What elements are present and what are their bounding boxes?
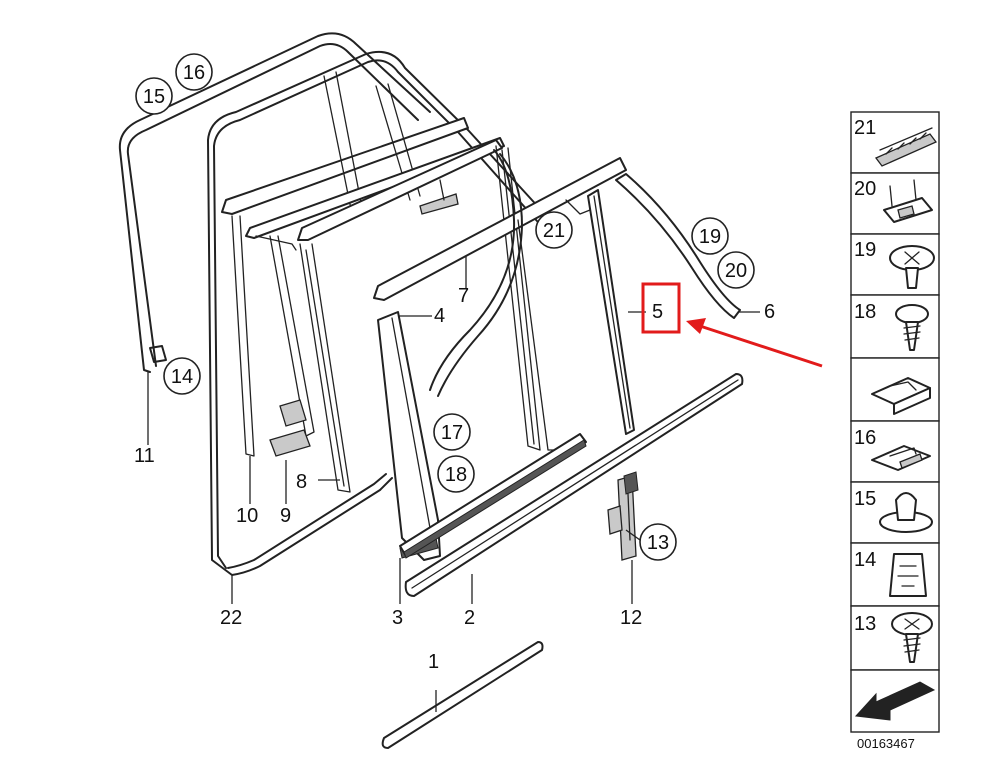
svg-text:21: 21 bbox=[543, 220, 565, 242]
screw-icon bbox=[895, 304, 929, 351]
circled-callouts: 15 16 14 21 19 20 17 18 13 bbox=[135, 53, 755, 561]
part-3-weatherstrip bbox=[399, 433, 587, 559]
window-frame bbox=[221, 71, 541, 493]
callout-5: 5 bbox=[652, 301, 663, 323]
arrow-icon bbox=[854, 681, 936, 721]
small-parts-panel: 21 20 19 18 16 15 14 13 bbox=[850, 111, 940, 751]
callout-4: 4 bbox=[434, 305, 445, 327]
leader-lines bbox=[147, 256, 760, 712]
callout-labels: 1 2 3 4 5 6 7 8 9 10 11 12 22 bbox=[134, 285, 775, 673]
bracket-clip-icon bbox=[883, 179, 933, 223]
callout-9: 9 bbox=[280, 505, 291, 527]
panel-label-20: 20 bbox=[854, 178, 876, 200]
clip-icon bbox=[871, 445, 931, 471]
panel-label-13: 13 bbox=[854, 613, 876, 635]
part-6-trim bbox=[615, 173, 741, 319]
circled-callout-14: 14 bbox=[163, 357, 201, 395]
svg-text:20: 20 bbox=[725, 260, 747, 282]
svg-text:18: 18 bbox=[445, 464, 467, 486]
svg-text:16: 16 bbox=[183, 62, 205, 84]
clip-mushroom-icon bbox=[879, 492, 933, 533]
panel-label-15: 15 bbox=[854, 488, 876, 510]
circled-callout-21: 21 bbox=[535, 211, 573, 249]
svg-text:15: 15 bbox=[143, 86, 165, 108]
highlight-annotation bbox=[641, 282, 823, 368]
washer-screw-icon bbox=[891, 612, 933, 663]
panel-label-14: 14 bbox=[854, 549, 876, 571]
part-5-channel-strip bbox=[587, 189, 635, 435]
clip-strip-icon bbox=[874, 127, 938, 167]
callout-8: 8 bbox=[296, 471, 307, 493]
spring-nut-icon bbox=[871, 377, 931, 415]
circled-callout-15: 15 bbox=[135, 77, 173, 115]
callout-11: 11 bbox=[134, 445, 155, 467]
spring-clip-icon bbox=[889, 553, 927, 597]
highlight-arrow-shaft bbox=[699, 324, 823, 368]
panel-label-18: 18 bbox=[854, 301, 876, 323]
callout-22: 22 bbox=[220, 607, 242, 629]
svg-text:13: 13 bbox=[647, 532, 669, 554]
panel-label-19: 19 bbox=[854, 239, 876, 261]
circled-callout-16: 16 bbox=[175, 53, 213, 91]
callout-7: 7 bbox=[458, 285, 469, 307]
highlight-box bbox=[641, 282, 681, 334]
part-12-regulator bbox=[607, 471, 639, 561]
plastic-rivet-icon bbox=[889, 245, 935, 289]
circled-callout-18: 18 bbox=[437, 455, 475, 493]
part-4-pillar-trim bbox=[377, 311, 441, 561]
callout-1: 1 bbox=[428, 651, 439, 673]
callout-12: 12 bbox=[620, 607, 642, 629]
circled-callout-20: 20 bbox=[717, 251, 755, 289]
part-2-belt-strip bbox=[404, 373, 744, 597]
panel-label-16: 16 bbox=[854, 427, 876, 449]
circled-callout-17: 17 bbox=[433, 413, 471, 451]
callout-2: 2 bbox=[464, 607, 475, 629]
callout-6: 6 bbox=[764, 301, 775, 323]
svg-text:14: 14 bbox=[171, 366, 193, 388]
callout-10: 10 bbox=[236, 505, 258, 527]
highlight-arrow-head bbox=[686, 318, 706, 334]
circled-callout-13: 13 bbox=[639, 523, 677, 561]
callout-3: 3 bbox=[392, 607, 403, 629]
part-11-outer-seal bbox=[118, 32, 431, 373]
svg-text:19: 19 bbox=[699, 226, 721, 248]
part-22-door-seal bbox=[207, 50, 553, 576]
part-1-trim-strip bbox=[381, 641, 544, 749]
image-id: 00163467 bbox=[857, 736, 915, 751]
circled-callout-19: 19 bbox=[691, 217, 729, 255]
panel-label-21: 21 bbox=[854, 117, 876, 139]
svg-text:17: 17 bbox=[441, 422, 463, 444]
